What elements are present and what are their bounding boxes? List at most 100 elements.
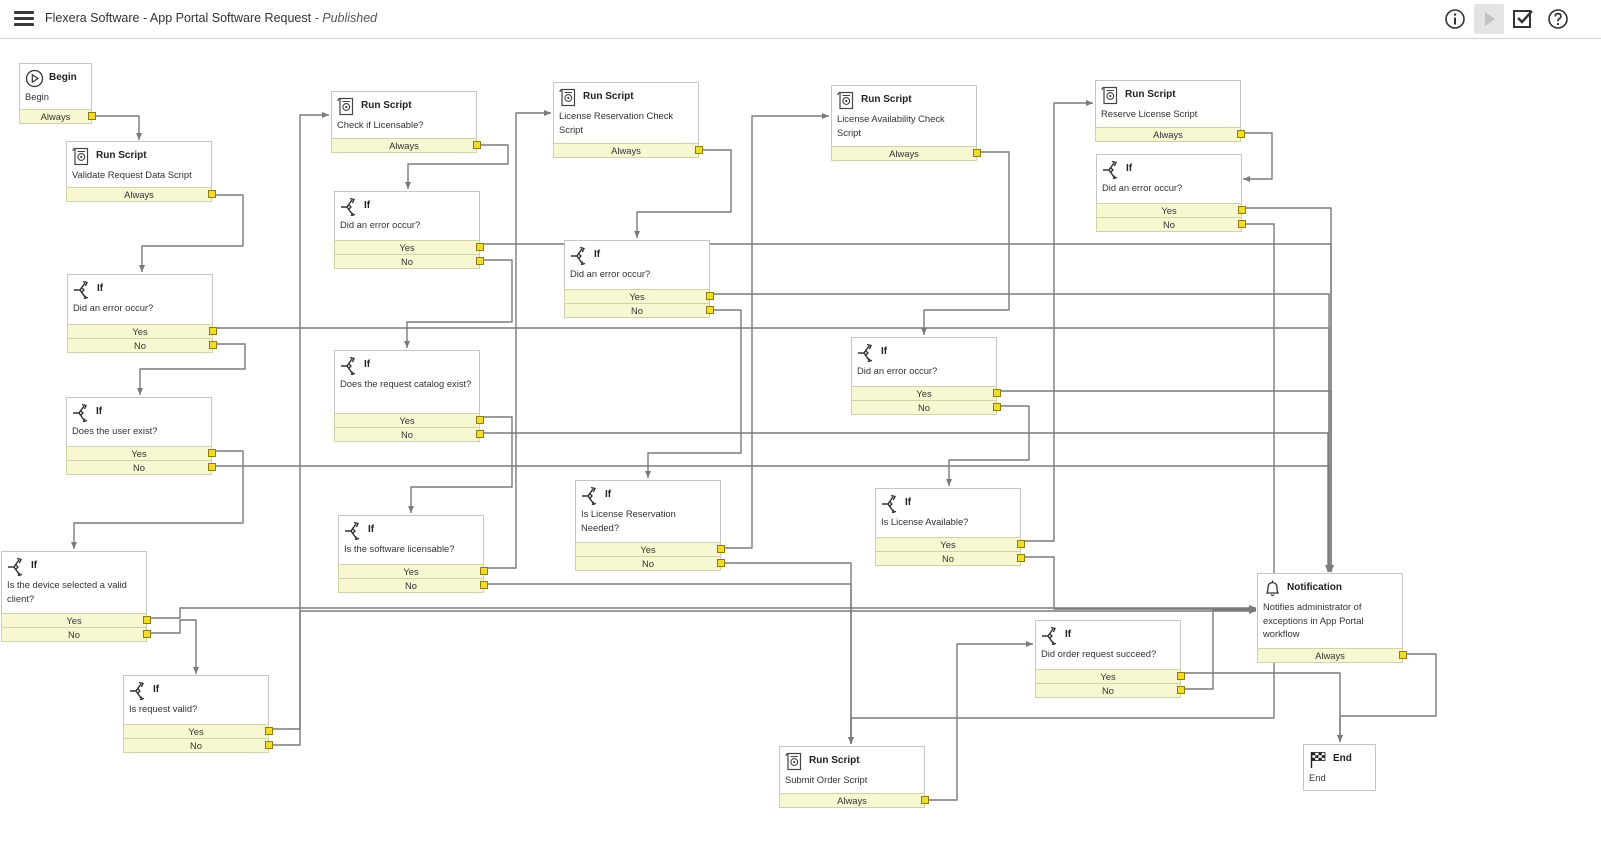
output-port[interactable]	[993, 403, 1001, 411]
output-row-no[interactable]: No	[334, 254, 484, 269]
output-row-no[interactable]: No	[1035, 683, 1185, 698]
output-row-yes[interactable]: Yes	[123, 724, 273, 739]
output-row-yes[interactable]: Yes	[564, 289, 714, 304]
output-row-always[interactable]: Always	[19, 109, 96, 124]
output-row-yes[interactable]: Yes	[851, 386, 1001, 401]
output-row-yes[interactable]: Yes	[338, 564, 488, 579]
output-row-no[interactable]: No	[338, 578, 488, 593]
output-port[interactable]	[208, 463, 216, 471]
branch-icon	[857, 343, 876, 363]
output-port[interactable]	[209, 341, 217, 349]
output-port[interactable]	[209, 327, 217, 335]
help-icon[interactable]	[1546, 7, 1570, 31]
output-port[interactable]	[717, 545, 725, 553]
output-row-always[interactable]: Always	[779, 793, 929, 808]
output-port[interactable]	[88, 112, 96, 120]
output-port[interactable]	[265, 727, 273, 735]
output-row-yes[interactable]: Yes	[1096, 203, 1246, 218]
output-port[interactable]	[476, 430, 484, 438]
checklist-icon[interactable]	[1511, 7, 1535, 31]
output-row-always[interactable]: Always	[66, 187, 216, 202]
output-port[interactable]	[695, 146, 703, 154]
output-port[interactable]	[706, 292, 714, 300]
output-row-yes[interactable]: Yes	[334, 240, 484, 255]
output-port[interactable]	[921, 796, 929, 804]
output-row-no[interactable]: No	[334, 427, 484, 442]
output-row-yes[interactable]: Yes	[575, 542, 725, 557]
output-port[interactable]	[1399, 651, 1407, 659]
info-icon[interactable]	[1443, 7, 1467, 31]
output-port[interactable]	[1177, 686, 1185, 694]
output-port[interactable]	[143, 616, 151, 624]
output-port[interactable]	[706, 306, 714, 314]
output-port[interactable]	[1238, 220, 1246, 228]
output-port[interactable]	[1017, 554, 1025, 562]
output-row-always[interactable]: Always	[331, 138, 481, 153]
output-port[interactable]	[476, 416, 484, 424]
output-row-no[interactable]: No	[123, 738, 273, 753]
output-row-yes[interactable]: Yes	[1, 613, 151, 628]
output-port[interactable]	[143, 630, 151, 638]
output-port[interactable]	[476, 243, 484, 251]
output-port[interactable]	[1237, 130, 1245, 138]
output-row-no[interactable]: No	[875, 551, 1025, 566]
output-row-always[interactable]: Always	[831, 146, 981, 161]
output-row-yes[interactable]: Yes	[875, 537, 1025, 552]
output-row-yes[interactable]: Yes	[1035, 669, 1185, 684]
output-row-always[interactable]: Always	[1257, 648, 1407, 663]
output-row-no[interactable]: No	[564, 303, 714, 318]
output-row-always[interactable]: Always	[1095, 127, 1245, 142]
output-row-no[interactable]: No	[66, 460, 216, 475]
output-label: No	[401, 429, 413, 440]
output-port[interactable]	[473, 141, 481, 149]
output-row-yes[interactable]: Yes	[67, 324, 217, 339]
output-port[interactable]	[480, 581, 488, 589]
output-row-no[interactable]: No	[1, 627, 151, 642]
output-row-no[interactable]: No	[1096, 217, 1246, 232]
output-port[interactable]	[1017, 540, 1025, 548]
output-port[interactable]	[1177, 672, 1185, 680]
output-row-yes[interactable]: Yes	[66, 446, 216, 461]
output-row-no[interactable]: No	[851, 400, 1001, 415]
output-port[interactable]	[993, 389, 1001, 397]
output-row-yes[interactable]: Yes	[334, 413, 484, 428]
output-port[interactable]	[208, 190, 216, 198]
output-port[interactable]	[208, 449, 216, 457]
output-port[interactable]	[265, 741, 273, 749]
output-port[interactable]	[480, 567, 488, 575]
output-label: Yes	[188, 726, 204, 737]
output-row-no[interactable]: No	[575, 556, 725, 571]
output-port[interactable]	[973, 149, 981, 157]
output-row-no[interactable]: No	[67, 338, 217, 353]
output-port[interactable]	[476, 257, 484, 265]
output-port[interactable]	[1238, 206, 1246, 214]
branch-icon	[881, 494, 900, 514]
menu-icon[interactable]	[14, 10, 36, 28]
run-button[interactable]	[1474, 4, 1504, 34]
output-port[interactable]	[717, 559, 725, 567]
output-row-always[interactable]: Always	[553, 143, 703, 158]
